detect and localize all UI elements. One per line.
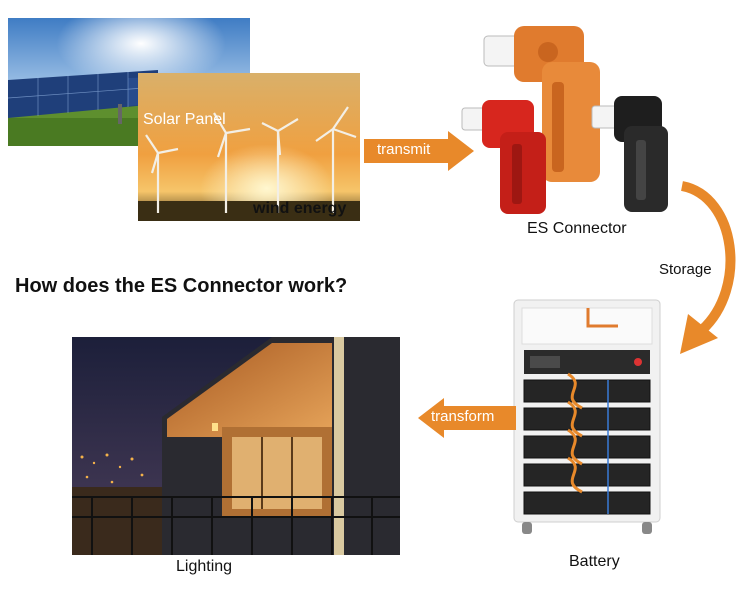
- page-title: How does the ES Connector work?: [15, 275, 348, 297]
- solar-panel-label: Solar Panel: [143, 111, 226, 128]
- wind-energy-image: [138, 73, 360, 221]
- transmit-arrow: [364, 131, 474, 171]
- storage-arrow: [678, 178, 749, 368]
- wind-energy-label: wind energy: [253, 200, 347, 217]
- storage-label: Storage: [659, 261, 712, 278]
- battery-label: Battery: [569, 553, 620, 570]
- battery-rack-image: [508, 296, 666, 542]
- es-connector-image: [460, 22, 675, 217]
- transmit-label: transmit: [377, 141, 431, 158]
- transform-label: transform: [431, 408, 495, 425]
- lighting-label: Lighting: [176, 558, 233, 575]
- es-connector-label: ES Connector: [527, 220, 627, 237]
- lighting-house-image: [72, 337, 400, 555]
- transform-arrow: [418, 398, 516, 438]
